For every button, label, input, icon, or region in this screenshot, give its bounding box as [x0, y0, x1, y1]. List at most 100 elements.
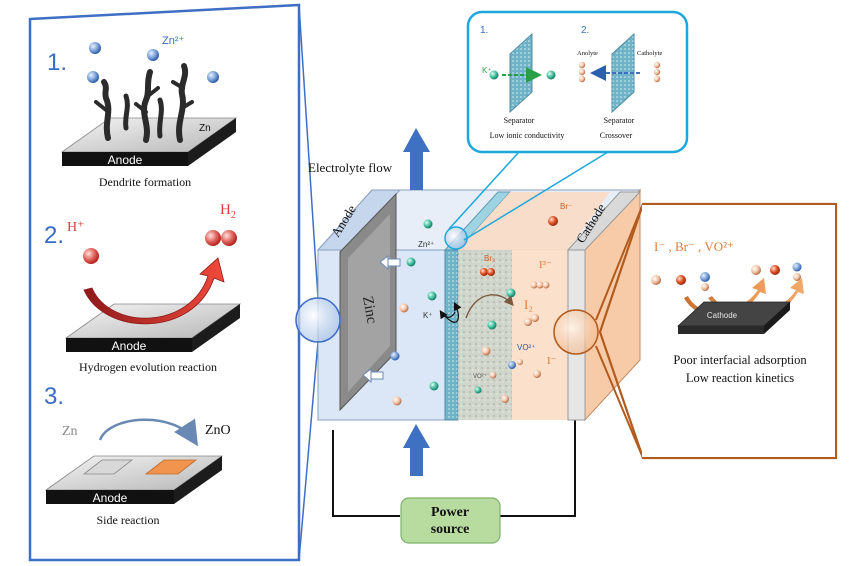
anode-plate-side — [192, 304, 240, 352]
zno-block — [144, 459, 198, 475]
k-ion-ball — [489, 70, 499, 80]
i-minus-label: I⁻ — [547, 355, 557, 367]
i2-label: I₂ — [524, 297, 533, 312]
br2-shuttle-arrow — [465, 294, 514, 319]
zoom-line-bottom — [298, 341, 319, 561]
external-circuit-wire — [500, 420, 576, 517]
k-ion-label: K⁺ — [482, 66, 492, 75]
zn-ion-ball — [487, 320, 497, 330]
electrolyte-flow-arrow-in — [403, 424, 430, 476]
caption-poor-adsorption: Poor interfacial adsorption — [673, 353, 807, 367]
vo-small-label: VO²⁺ — [473, 373, 487, 380]
zn-block — [82, 459, 134, 475]
cathode-ions-label: I⁻ , Br⁻ , VO²⁺ — [654, 239, 734, 254]
catholyte-chamber-top — [458, 192, 610, 250]
separator-label-2: Separator — [604, 116, 635, 125]
peach-ion-ball — [481, 346, 491, 356]
vo-ball — [701, 283, 709, 291]
br2-label: Br₂ — [484, 254, 495, 263]
callout-line — [463, 151, 609, 241]
i2-ball — [531, 314, 539, 322]
br-minus-label: Br⁻ — [560, 202, 572, 211]
callout-line — [595, 203, 644, 321]
crossover-ball — [578, 61, 586, 69]
top-callout: 1. 2. K⁺ Separator Low ionic conductivit… — [448, 10, 689, 241]
anode-plate-front — [66, 338, 192, 352]
callout-line — [448, 151, 520, 230]
electrolyte-flow-label: Electrolyte flow — [308, 160, 393, 175]
br-ion-ball — [676, 275, 686, 285]
zn-dissolution-arrow — [362, 368, 384, 384]
i2-ball — [524, 318, 532, 326]
membrane-separator-front — [444, 249, 459, 421]
flow-cell: Zinc Anode Cathode Electrolyte flow — [295, 128, 642, 544]
zn-ion-ball — [207, 71, 219, 83]
zn-reactant-label: Zn — [62, 424, 78, 439]
cathode-zoom-lens — [553, 309, 599, 355]
zinc-electrode-inner — [348, 214, 390, 392]
caption-crossover: Crossover — [600, 131, 633, 140]
h2-label: H2 — [220, 202, 236, 221]
i-minus-ball — [501, 395, 509, 403]
peach-ion-ball — [399, 303, 409, 313]
left-panel: 1. Zn²⁺ Anode Zn Dendrite formation 2. — [28, 3, 319, 562]
cathode-felt-front — [458, 250, 512, 420]
zn-ion-ball — [506, 288, 516, 298]
right-callout: I⁻ , Br⁻ , VO²⁺ Cathode Poor interfacial… — [595, 202, 838, 460]
zn-dissolution-arrow — [379, 255, 401, 271]
anode-chamber-top — [316, 189, 402, 251]
zno-product-label: ZnO — [205, 423, 231, 438]
item3-plate-label: Anode — [93, 491, 128, 505]
zinc-label: Zinc — [359, 295, 380, 325]
item1-number: 1. — [47, 49, 67, 76]
power-source-label: Power — [431, 505, 469, 520]
i3-ball — [542, 281, 550, 289]
item2-caption: Hydrogen evolution reaction — [79, 360, 217, 374]
item1-zn-ion-label: Zn²⁺ — [162, 35, 185, 47]
vo-ball — [474, 386, 482, 394]
br-ion-ball — [548, 216, 558, 226]
separator-label-1: Separator — [504, 116, 535, 125]
callout-number-1: 1. — [480, 25, 488, 36]
h2-molecule-ball — [221, 230, 237, 246]
catholyte-chamber-front — [512, 250, 568, 420]
anode-plate-side — [188, 118, 236, 166]
crossover-ball — [653, 61, 661, 69]
caption-low-kinetics: Low reaction kinetics — [686, 371, 794, 385]
anode-zoom-lens — [295, 297, 341, 343]
k-cell-label: K⁺ — [423, 311, 433, 320]
cathode-plate-side — [764, 302, 790, 334]
separator-panel-2 — [611, 32, 635, 114]
vo-ball — [792, 262, 802, 272]
item3-number: 3. — [44, 383, 64, 410]
item1-plate-label: Anode — [108, 153, 143, 167]
h2-molecule-ball — [205, 230, 221, 246]
crossover-ball — [653, 68, 661, 76]
k-transfer-arrow — [444, 301, 462, 323]
dendrite-structures — [94, 63, 194, 143]
zn2-cell-label: Zn²⁺ — [418, 240, 434, 249]
power-source-box — [400, 497, 501, 544]
separator-zoom-lens — [444, 226, 468, 250]
her-curved-arrow — [83, 257, 225, 325]
h-ion-ball — [83, 248, 99, 264]
br2-ball — [480, 268, 488, 276]
power-source-label-2: source — [431, 522, 470, 537]
anode-plate-front — [62, 152, 188, 166]
anolyte-label: Anolyte — [577, 50, 598, 57]
item2-plate-label: Anode — [112, 339, 147, 353]
zn-ion-ball — [423, 219, 433, 229]
zn-ion-ball — [429, 381, 439, 391]
external-circuit-wire — [332, 430, 400, 517]
crossover-ball — [578, 75, 586, 83]
item1-caption: Dendrite formation — [99, 175, 191, 189]
callout-number-2: 2. — [581, 25, 589, 36]
zoom-line-top — [298, 4, 319, 299]
zn-ion-ball — [406, 257, 416, 267]
separator-panel-1 — [509, 32, 533, 114]
vo-ball — [700, 272, 710, 282]
caption-low-conductivity: Low ionic conductivity — [490, 131, 565, 140]
k-transfer-arrow-back — [439, 309, 456, 320]
